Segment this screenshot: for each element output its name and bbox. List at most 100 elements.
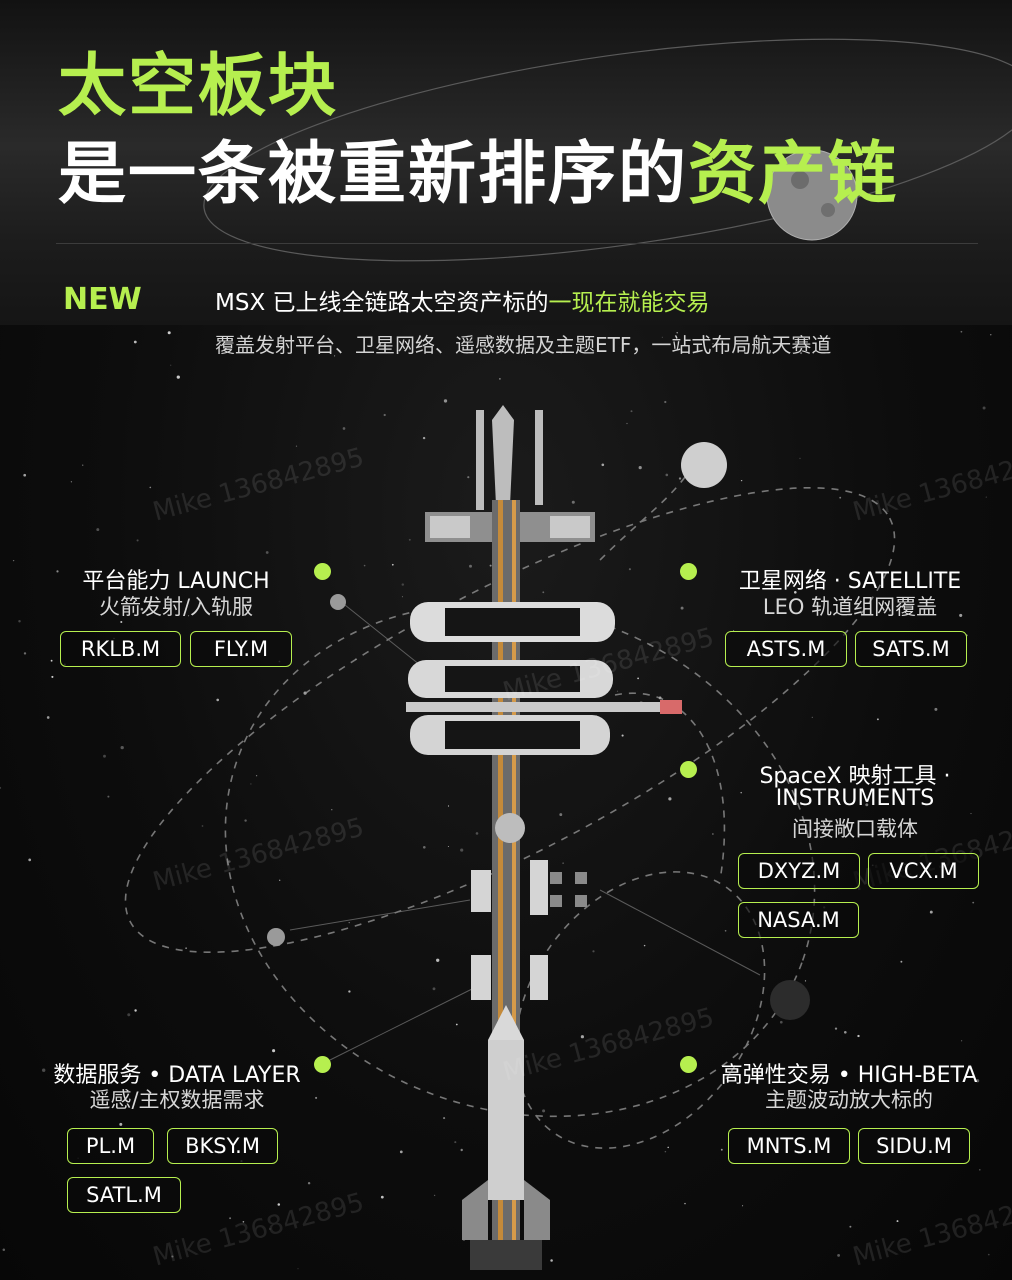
green-dot-icon	[314, 1056, 331, 1073]
star	[244, 819, 247, 822]
star	[228, 860, 231, 863]
star	[843, 1030, 847, 1034]
star	[794, 591, 797, 594]
ticker-sats[interactable]: SATS.M	[855, 631, 967, 667]
star	[460, 1148, 463, 1152]
star	[383, 413, 386, 417]
star	[28, 858, 32, 862]
star	[443, 399, 448, 403]
star	[979, 1169, 981, 1171]
star	[443, 1117, 446, 1120]
star	[216, 698, 220, 702]
star	[70, 481, 73, 483]
ticker-vcx[interactable]: VCX.M	[868, 853, 979, 889]
launch-title: 平台能力 LAUNCH	[82, 569, 270, 594]
ticker-nasa[interactable]: NASA.M	[738, 902, 859, 938]
launch-subtitle: 火箭发射/入轨服	[98, 595, 254, 619]
moon-icon	[770, 980, 810, 1020]
ticker-dxyz[interactable]: DXYZ.M	[738, 853, 860, 889]
star	[601, 463, 605, 467]
star	[297, 1268, 299, 1270]
star	[307, 1181, 311, 1185]
star	[742, 1205, 744, 1207]
star	[229, 1217, 232, 1220]
star	[188, 615, 190, 617]
star	[542, 1109, 546, 1113]
headline-accent: 一现在就能交易	[548, 290, 710, 316]
star	[447, 805, 450, 807]
star	[454, 1141, 457, 1144]
star	[125, 1074, 129, 1078]
star	[985, 496, 987, 498]
high-beta-subtitle: 主题波动放大标的	[765, 1088, 933, 1112]
ticker-bksy[interactable]: BKSY.M	[167, 1128, 278, 1164]
star	[929, 910, 933, 914]
satellite-subtitle: LEO 轨道组网覆盖	[762, 595, 938, 619]
star	[279, 879, 281, 881]
star	[562, 862, 564, 864]
star	[133, 340, 137, 344]
star	[664, 1150, 667, 1153]
moon-icon	[681, 442, 727, 488]
instruments-title: SpaceX 映射工具 ·	[759, 764, 951, 789]
star	[834, 1027, 838, 1030]
ticker-rklb[interactable]: RKLB.M	[60, 631, 181, 667]
star	[455, 1023, 458, 1026]
headline-main: MSX 已上线全链路太空资产标的	[215, 290, 549, 316]
star	[96, 528, 100, 532]
star	[0, 786, 2, 789]
star	[542, 591, 545, 594]
star	[975, 1079, 980, 1083]
moon-icon	[267, 928, 285, 946]
star	[616, 690, 619, 692]
star	[295, 445, 298, 447]
ticker-asts[interactable]: ASTS.M	[725, 631, 847, 667]
star	[712, 343, 714, 345]
subtitle-accent: 资产链	[688, 135, 899, 214]
star	[626, 422, 628, 425]
ticker-pl[interactable]: PL.M	[67, 1128, 154, 1164]
headline: MSX 已上线全链路太空资产标的一现在就能交易	[215, 283, 710, 317]
star	[621, 734, 624, 737]
green-dot-icon	[680, 1056, 697, 1073]
star	[120, 745, 124, 750]
star	[348, 921, 350, 924]
star	[960, 330, 963, 333]
star	[447, 845, 449, 848]
star	[580, 1035, 584, 1039]
star	[740, 791, 742, 794]
star	[23, 473, 27, 477]
star	[837, 1253, 841, 1257]
star	[849, 1225, 852, 1228]
star	[136, 539, 139, 542]
star	[720, 1148, 723, 1151]
page-title: 太空板块	[58, 47, 339, 126]
star	[865, 803, 869, 807]
star	[990, 334, 992, 336]
star	[51, 675, 54, 678]
star	[401, 596, 403, 598]
star	[170, 364, 172, 366]
ticker-satl[interactable]: SATL.M	[67, 1177, 181, 1213]
green-dot-icon	[680, 563, 697, 580]
star	[277, 1203, 281, 1206]
ticker-fly[interactable]: FLY.M	[190, 631, 292, 667]
star	[740, 479, 743, 482]
star	[637, 677, 639, 680]
star	[170, 1077, 174, 1080]
ticker-mnts[interactable]: MNTS.M	[728, 1128, 850, 1164]
star	[550, 1259, 553, 1262]
star	[467, 476, 470, 479]
star	[120, 620, 123, 624]
star	[668, 797, 672, 801]
star	[667, 1146, 669, 1149]
star	[560, 351, 563, 354]
ticker-sidu[interactable]: SIDU.M	[858, 1128, 970, 1164]
orbit-path-4	[614, 692, 726, 881]
star	[712, 833, 714, 835]
star	[684, 1202, 686, 1205]
green-dot-icon	[680, 761, 697, 778]
star	[250, 783, 252, 785]
star	[876, 718, 879, 721]
